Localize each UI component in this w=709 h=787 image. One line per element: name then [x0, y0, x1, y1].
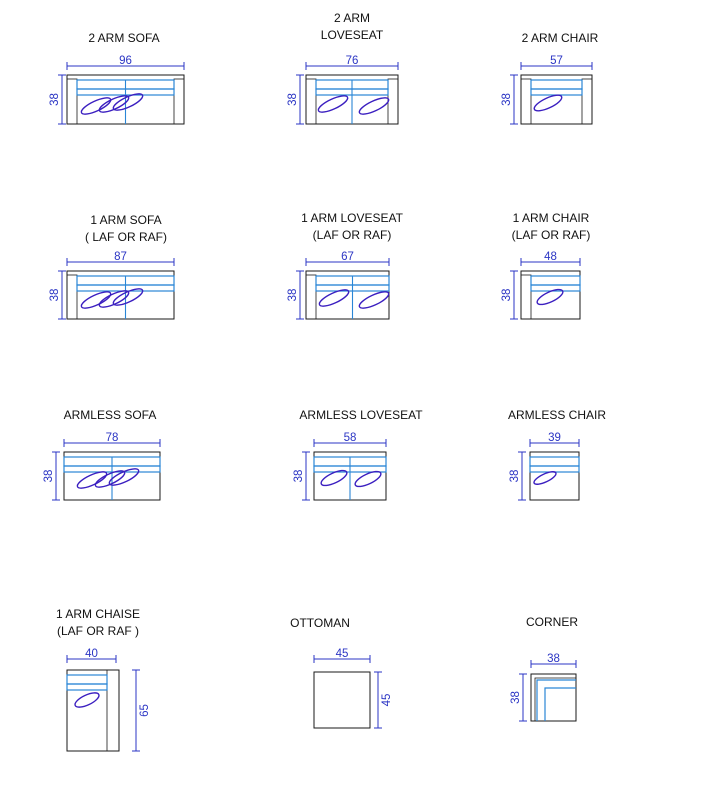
width-value: 45 — [336, 648, 349, 660]
piece-outline — [313, 671, 371, 729]
width-value: 76 — [346, 55, 359, 67]
piece-corner: CORNER 38 38 — [510, 615, 578, 722]
piece-label: 2 ARM — [334, 11, 370, 25]
piece-label: 1 ARM LOVESEAT — [301, 211, 403, 225]
depth-value: 38 — [293, 470, 305, 483]
piece-label: 1 ARM CHAIR — [513, 211, 590, 225]
pillow-shape — [94, 470, 126, 488]
seat-cushion-edge — [66, 683, 108, 691]
pillow-shape — [74, 692, 100, 708]
pillow-shape — [76, 471, 108, 489]
piece-outline — [520, 270, 581, 320]
arm — [305, 274, 317, 320]
pillow-shape — [112, 288, 144, 306]
pillow-shape — [320, 469, 348, 487]
piece-outline — [530, 673, 577, 722]
piece-1-arm-chair: 1 ARM CHAIR (LAF OR RAF) 48 38 — [501, 211, 591, 320]
depth-value: 38 — [49, 289, 61, 302]
corner-seat-edge — [544, 687, 576, 721]
depth-value: 38 — [509, 470, 521, 483]
piece-label: (LAF OR RAF ) — [57, 624, 139, 638]
arm — [106, 669, 120, 752]
pillow-shape — [354, 470, 382, 488]
piece-1-arm-loveseat: 1 ARM LOVESEAT (LAF OR RAF) 67 38 — [287, 211, 404, 320]
piece-label: (LAF OR RAF) — [512, 228, 591, 242]
piece-armless-chair: ARMLESS CHAIR 39 38 — [508, 408, 606, 501]
depth-value: 38 — [287, 93, 299, 106]
depth-value: 38 — [49, 93, 61, 106]
piece-label: 1 ARM SOFA — [90, 213, 161, 227]
depth-value: 45 — [381, 694, 393, 707]
piece-1-arm-chaise: 1 ARM CHAISE (LAF OR RAF ) 40 65 — [56, 607, 151, 752]
piece-label: 1 ARM CHAISE — [56, 607, 140, 621]
pillow-shape — [80, 97, 112, 115]
piece-1-arm-sofa: 1 ARM SOFA ( LAF OR RAF) 87 38 — [49, 213, 175, 320]
corner-back-cushion — [536, 679, 576, 721]
arm — [520, 274, 532, 320]
piece-outline — [66, 669, 120, 752]
piece-armless-loveseat: ARMLESS LOVESEAT 58 38 — [293, 408, 423, 501]
depth-value: 38 — [501, 93, 513, 106]
corner-inner-line — [534, 677, 576, 721]
depth-value: 38 — [510, 691, 522, 704]
arm — [520, 78, 532, 125]
piece-label: (LAF OR RAF) — [313, 228, 392, 242]
width-value: 39 — [548, 432, 561, 444]
arm — [581, 78, 593, 125]
piece-ottoman: OTTOMAN 45 45 — [290, 616, 393, 729]
arm — [66, 78, 78, 125]
arm — [173, 78, 185, 125]
piece-2-arm-sofa: 2 ARM SOFA 96 38 — [49, 31, 185, 125]
width-value: 78 — [106, 432, 119, 444]
width-value: 67 — [341, 251, 354, 263]
pillow-shape — [358, 97, 390, 115]
pillow-shape — [108, 468, 140, 486]
width-value: 38 — [547, 653, 560, 665]
width-value: 40 — [85, 648, 98, 660]
depth-value: 65 — [139, 704, 151, 717]
pillow-shape — [317, 95, 349, 113]
piece-label: 2 ARM SOFA — [88, 31, 159, 45]
width-value: 48 — [544, 251, 557, 263]
piece-label: 2 ARM CHAIR — [522, 31, 599, 45]
piece-2-arm-loveseat: 2 ARM LOVESEAT 76 38 — [287, 11, 399, 125]
width-value: 96 — [119, 55, 132, 67]
depth-value: 38 — [43, 470, 55, 483]
pillow-shape — [318, 289, 350, 307]
depth-value: 38 — [287, 289, 299, 302]
pillow-shape — [533, 94, 563, 112]
depth-value: 38 — [501, 289, 513, 302]
width-value: 57 — [550, 55, 563, 67]
pillow-shape — [533, 471, 557, 485]
piece-label: ARMLESS LOVESEAT — [299, 408, 423, 422]
piece-label: LOVESEAT — [321, 28, 384, 42]
pillow-shape — [98, 290, 130, 308]
arm — [305, 78, 317, 125]
piece-armless-sofa: ARMLESS SOFA 78 38 — [43, 408, 161, 501]
width-value: 87 — [114, 251, 127, 263]
piece-label: OTTOMAN — [290, 616, 350, 630]
arm — [66, 274, 78, 320]
pillow-shape — [98, 95, 130, 113]
pillow-shape — [358, 291, 390, 309]
pillow-shape — [80, 291, 112, 309]
pillow-shape — [112, 93, 144, 111]
piece-label: ARMLESS SOFA — [64, 408, 157, 422]
seat-cushion-edge — [530, 284, 581, 292]
piece-outline — [520, 74, 593, 125]
pillow-shape — [536, 288, 564, 306]
piece-label: ( LAF OR RAF) — [85, 230, 167, 244]
piece-label: CORNER — [526, 615, 578, 629]
width-value: 58 — [344, 432, 357, 444]
piece-label: ARMLESS CHAIR — [508, 408, 606, 422]
piece-2-arm-chair: 2 ARM CHAIR 57 38 — [501, 31, 599, 125]
